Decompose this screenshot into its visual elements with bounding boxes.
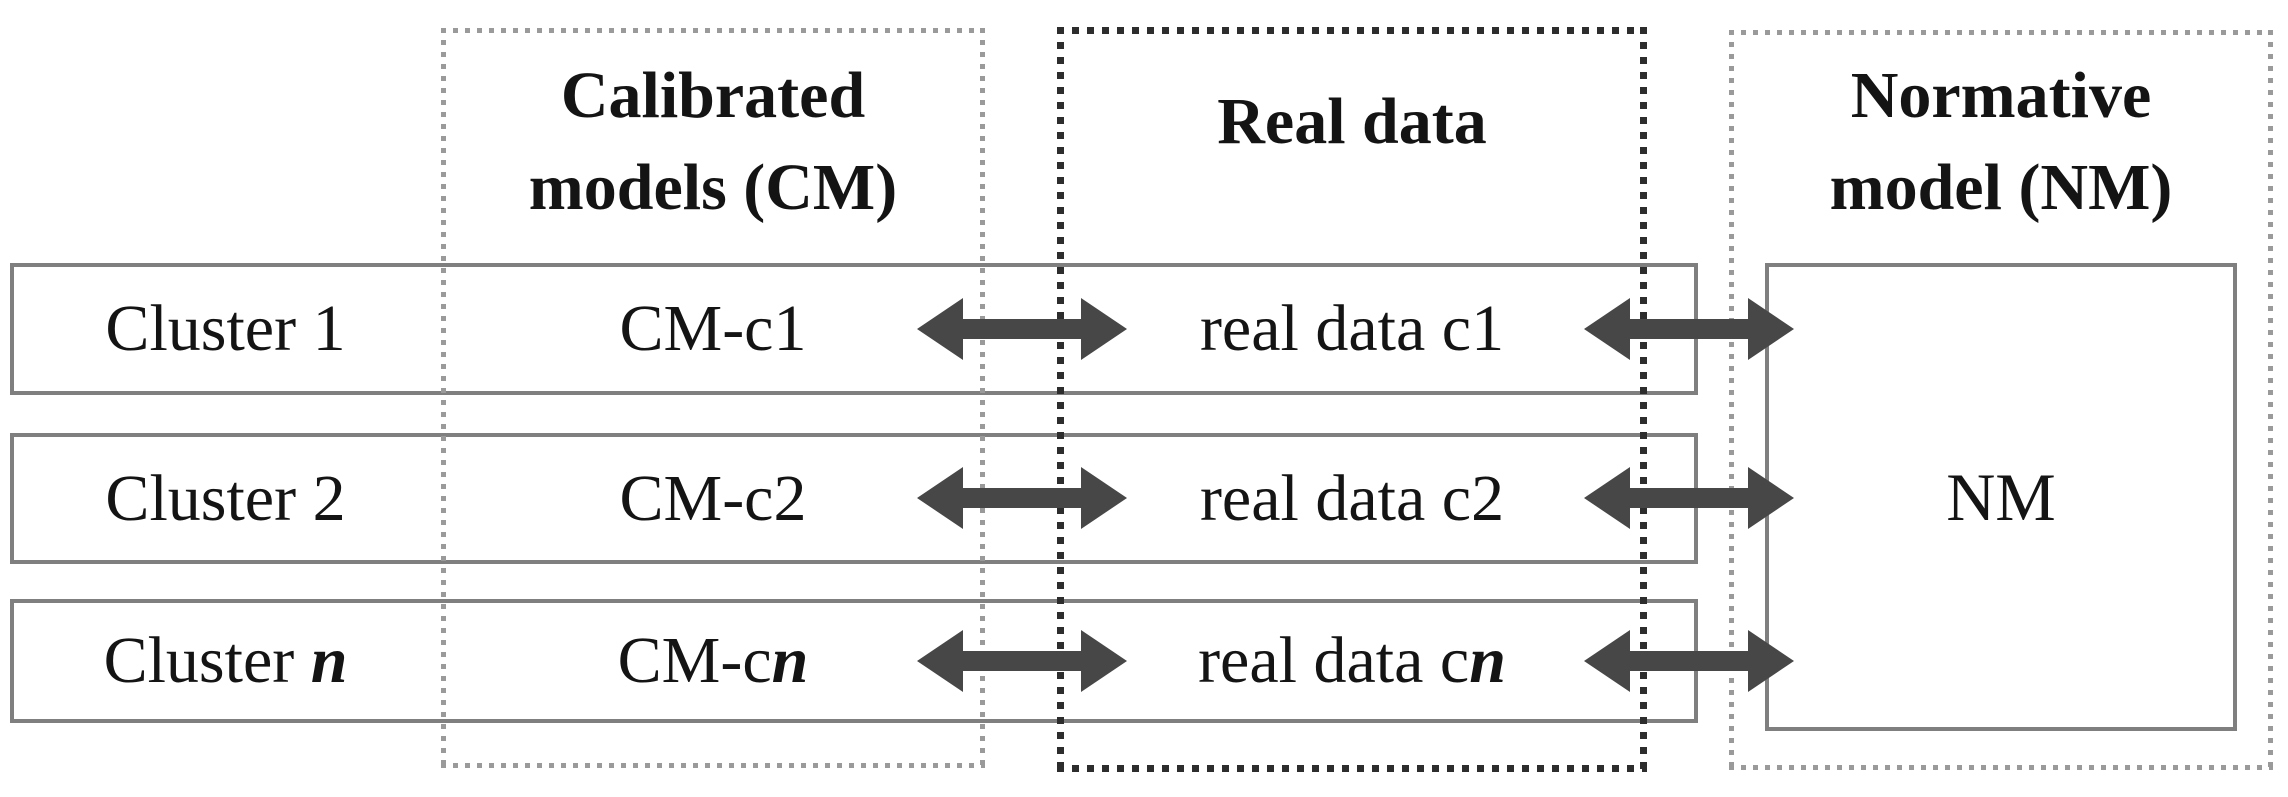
cm-c1-text: CM-c [619,292,774,365]
nm-box [1765,263,2237,731]
double-arrow-icon [1584,298,1794,360]
calibrated-models-header: Calibrated models (CM) [441,50,985,234]
real-data-c2-index: 2 [1471,461,1505,535]
cm-c2-index: 2 [773,461,807,535]
cm-c2-text: CM-c [619,461,774,535]
cm-c1-index: 1 [773,292,807,365]
cluster-n-label: Cluster n [10,599,441,723]
double-arrow-icon [1584,467,1794,529]
nm-box-label-cell: NM [1765,263,2237,731]
real-data-header: Real data [1057,76,1647,168]
double-arrow-icon [917,630,1127,692]
calibrated-models-header-line2: models (CM) [528,151,898,224]
cluster-2-row [10,433,1698,564]
cm-cn-index: n [771,624,809,697]
cluster-2-label: Cluster 2 [10,433,441,564]
cluster-2-text: Cluster [105,461,313,535]
nm-box-label: NM [1946,458,2056,535]
cluster-1-index: 1 [312,292,346,365]
real-data-header-line1: Real data [1217,85,1487,158]
double-arrow-icon [917,298,1127,360]
calibrated-models-header-line1: Calibrated [560,59,866,132]
real-data-c1-index: 1 [1471,292,1505,365]
real-data-c2-text: real data c [1199,461,1472,535]
double-arrow-icon [1584,630,1794,692]
cluster-n-index: n [310,624,348,697]
cluster-1-text: Cluster [105,292,313,365]
real-data-c1-text: real data c [1199,292,1472,365]
cm-cn-text: CM-c [617,624,772,697]
double-arrow-icon [917,467,1127,529]
cluster-1-label: Cluster 1 [10,263,441,395]
cluster-n-row [10,599,1698,723]
normative-model-header-line2: model (NM) [1829,151,2173,224]
normative-model-header-line1: Normative [1850,59,2152,132]
cluster-n-text: Cluster [103,624,311,697]
real-data-cn-index: n [1469,624,1506,697]
normative-model-header: Normative model (NM) [1729,50,2273,234]
cluster-1-row [10,263,1698,395]
cluster-2-index: 2 [312,461,346,535]
real-data-cn-text: real data c [1198,624,1470,697]
